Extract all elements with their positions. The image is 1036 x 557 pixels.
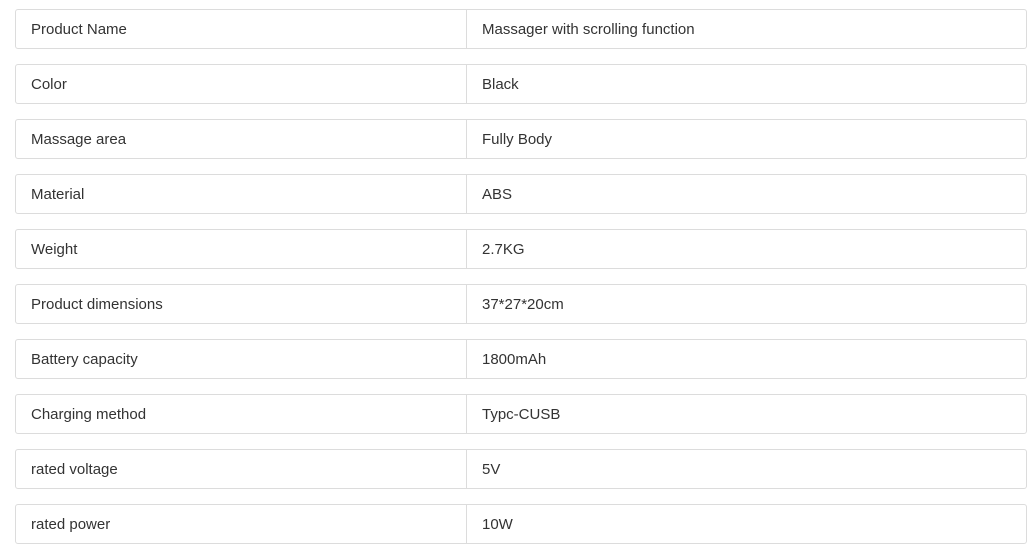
spec-label: Weight (31, 240, 78, 258)
spec-row-rated-voltage: rated voltage 5V (15, 449, 1027, 489)
spec-label: Color (31, 75, 67, 93)
spec-row-product-dimensions: Product dimensions 37*27*20cm (15, 284, 1027, 324)
spec-value: Fully Body (466, 120, 1026, 158)
spec-value: 10W (466, 505, 1026, 543)
spec-label: Massage area (31, 130, 127, 148)
spec-row-product-name: Product Name Massager with scrolling fun… (15, 9, 1027, 49)
spec-row-charging-method: Charging method Typc-CUSB (15, 394, 1027, 434)
spec-value: 2.7KG (466, 230, 1026, 268)
spec-row-color: Color Black (15, 64, 1027, 104)
spec-row-battery-capacity: Battery capacity 1800mAh (15, 339, 1027, 379)
spec-value: Typc-CUSB (466, 395, 1026, 433)
spec-row-massage-area: Massage area Fully Body (15, 119, 1027, 159)
spec-row-weight: Weight 2.7KG (15, 229, 1027, 269)
spec-label: Product dimensions (31, 295, 163, 313)
spec-label: Material (31, 185, 85, 203)
spec-value: 5V (466, 450, 1026, 488)
spec-value: ABS (466, 175, 1026, 213)
spec-label: Product Name (31, 20, 127, 38)
spec-label: Charging method (31, 405, 147, 423)
spec-row-rated-power: rated power 10W (15, 504, 1027, 544)
spec-value: 1800mAh (466, 340, 1026, 378)
spec-label: rated voltage (31, 460, 118, 478)
spec-value: Black (466, 65, 1026, 103)
spec-value: 37*27*20cm (466, 285, 1026, 323)
spec-label: Battery capacity (31, 350, 138, 368)
spec-label: rated power (31, 515, 111, 533)
spec-value: Massager with scrolling function (466, 10, 1026, 48)
product-spec-table: Product Name Massager with scrolling fun… (15, 9, 1027, 544)
spec-row-material: Material ABS (15, 174, 1027, 214)
